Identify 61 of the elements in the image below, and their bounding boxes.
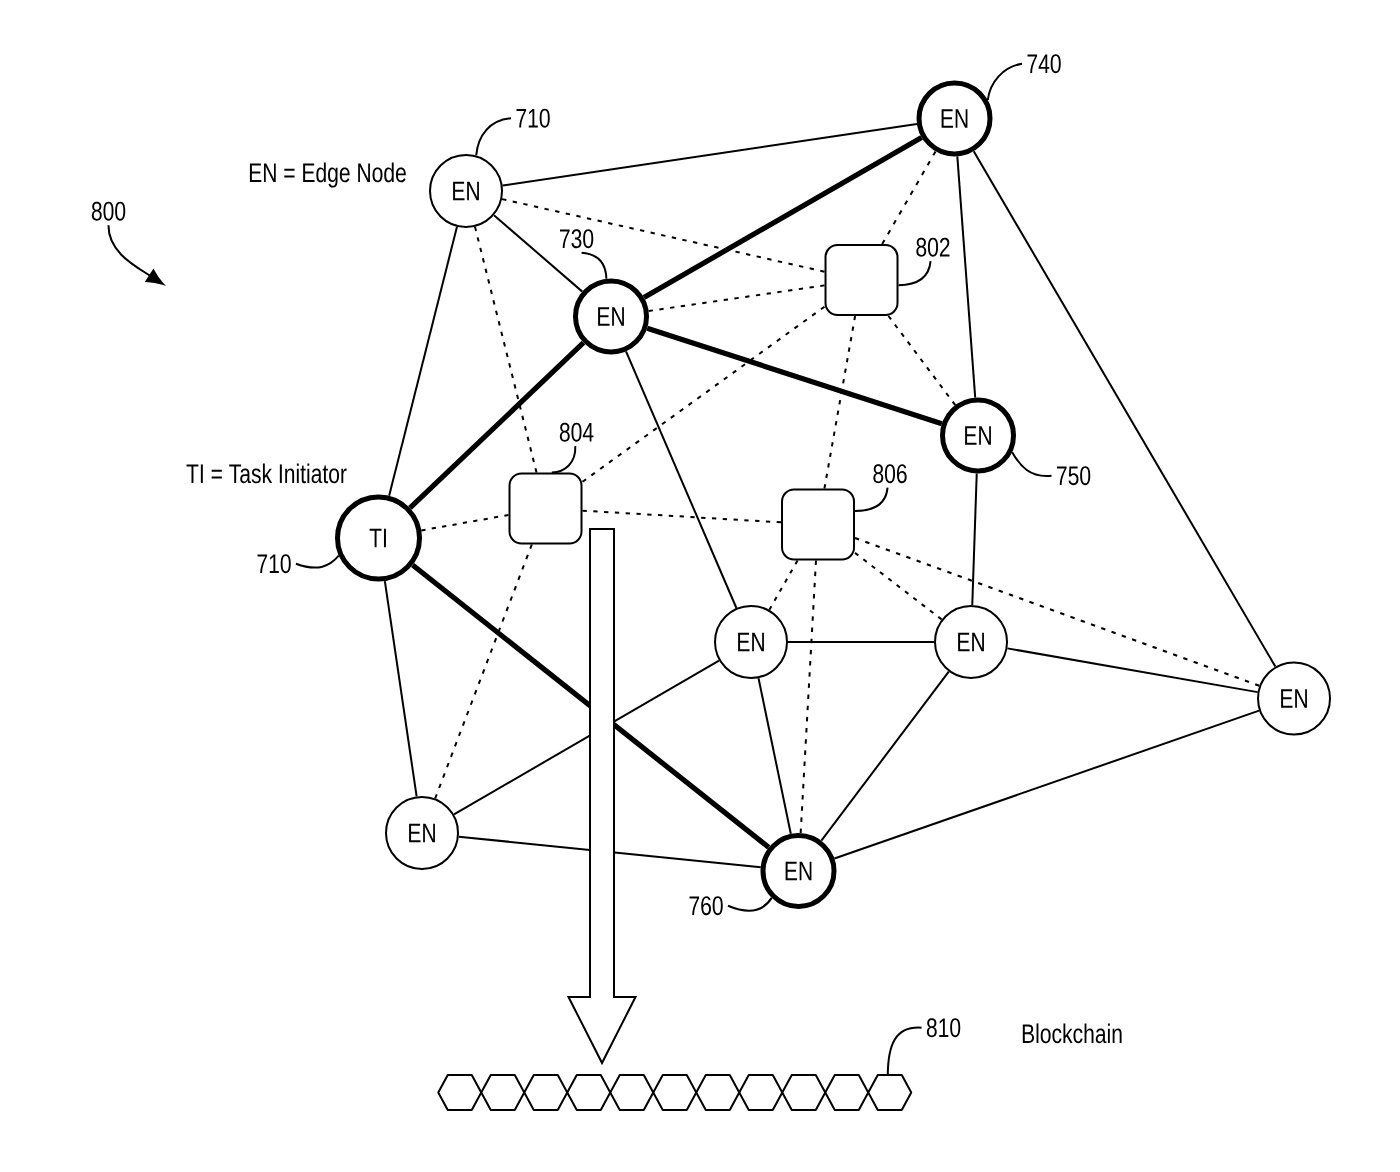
connection-line <box>956 155 977 399</box>
bold-line <box>642 135 923 300</box>
callout-number: 800 <box>91 201 126 221</box>
rounded-box <box>508 472 583 545</box>
bold-line <box>646 325 943 427</box>
connection-line <box>820 670 950 842</box>
connection-line <box>501 123 918 187</box>
callout-number: 710 <box>516 108 550 128</box>
connection-line <box>383 580 418 798</box>
leader-line <box>580 251 608 280</box>
callout-number: 750 <box>1057 466 1091 486</box>
callout-number: 740 <box>1027 54 1061 74</box>
dotted-line <box>768 559 799 611</box>
dotted-line <box>647 284 826 312</box>
leader-line <box>854 486 889 513</box>
dotted-line <box>501 198 826 273</box>
dotted-line <box>854 537 1261 687</box>
dotted-line <box>887 315 957 407</box>
key-text: Blockchain <box>1022 1023 1122 1044</box>
dotted-line <box>434 543 533 800</box>
connection-line <box>457 835 762 869</box>
leader-line <box>550 445 577 474</box>
callout-number: 810 <box>926 1018 961 1038</box>
connection-line <box>787 641 935 643</box>
connection-line <box>833 709 1261 860</box>
leader-line <box>295 554 340 569</box>
connection-line <box>757 677 792 835</box>
dotted-line <box>823 315 857 490</box>
leader-line <box>986 62 1024 102</box>
callout-number: 730 <box>560 229 594 249</box>
connection-line <box>388 225 458 497</box>
dotted-line <box>854 551 943 621</box>
leader-line <box>886 1026 923 1076</box>
dotted-line <box>581 509 782 524</box>
dotted-line <box>581 305 826 483</box>
dotted-line <box>420 514 510 532</box>
bold-line <box>410 563 771 850</box>
key-text: TI = Task Initiator <box>186 463 347 484</box>
leader-line <box>727 896 773 912</box>
leader-line <box>1011 451 1053 477</box>
callout-number: 802 <box>916 237 950 257</box>
dotted-line <box>881 150 937 245</box>
callout-number: 760 <box>689 896 723 916</box>
callout-number: 806 <box>873 464 907 484</box>
reference-arrow <box>107 224 164 285</box>
rounded-box <box>824 244 899 316</box>
callout-number: 804 <box>559 422 594 442</box>
callout-number: 710 <box>257 554 291 574</box>
connection-line <box>453 659 720 816</box>
connection-line <box>971 472 978 606</box>
connection-line <box>1006 647 1259 694</box>
connection-line <box>972 150 1277 668</box>
leader-line <box>475 117 513 157</box>
dotted-line <box>799 559 817 835</box>
block-arrow <box>566 528 638 1066</box>
bold-line <box>408 340 586 510</box>
rounded-box <box>781 488 855 561</box>
leader-line <box>897 260 932 287</box>
connection-line <box>625 350 738 609</box>
connection-line <box>493 214 584 293</box>
dotted-line <box>474 225 538 474</box>
